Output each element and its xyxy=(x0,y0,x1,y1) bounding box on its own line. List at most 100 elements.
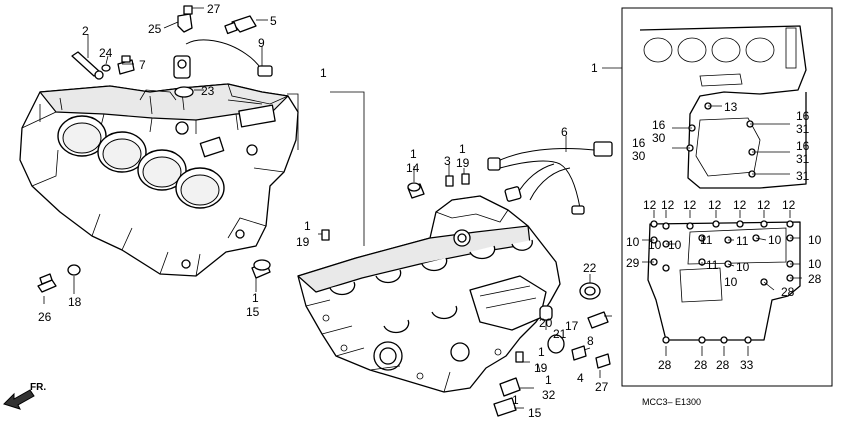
callout-19-top: 19 xyxy=(456,156,470,170)
callout-16-b: 16 xyxy=(632,136,646,150)
callout-31-b: 31 xyxy=(796,152,810,166)
callout-8: 8 xyxy=(587,334,594,348)
washer-24 xyxy=(101,64,111,72)
callout-31-a: 31 xyxy=(796,122,810,136)
callout-28-b: 28 xyxy=(781,285,795,299)
callout-32: 32 xyxy=(542,388,556,402)
callout-27-top: 27 xyxy=(207,2,221,16)
lower-crankcase xyxy=(297,195,561,393)
wire-harness-6 xyxy=(487,141,613,215)
callout-7: 7 xyxy=(139,58,146,72)
callout-16-c: 16 xyxy=(796,109,810,123)
bolt-14 xyxy=(407,182,425,199)
callout-1-19-lower: 1 xyxy=(538,345,545,359)
callout-28-d: 28 xyxy=(694,358,708,372)
leader-lines xyxy=(43,7,622,409)
callout-2: 2 xyxy=(82,24,89,38)
bolt-points xyxy=(650,102,794,344)
callout-14: 14 xyxy=(406,161,420,175)
callout-10-e: 10 xyxy=(736,260,750,274)
callout-1-19-left: 1 xyxy=(304,219,311,233)
callout-12-c: 12 xyxy=(683,198,697,212)
callout-1-left: 1 xyxy=(252,291,259,305)
callout-23: 23 xyxy=(201,84,215,98)
callout-1-19: 1 xyxy=(459,142,466,156)
callout-30-b: 30 xyxy=(632,149,646,163)
callout-19-left: 19 xyxy=(296,235,310,249)
bolt-26 xyxy=(37,273,57,293)
callout-12-d: 12 xyxy=(733,198,747,212)
dowel-19-left xyxy=(321,229,330,241)
front-direction-label: FR. xyxy=(30,382,46,393)
callout-5: 5 xyxy=(270,14,277,28)
clip-4 xyxy=(571,345,587,361)
callout-28-a: 28 xyxy=(808,272,822,286)
callout-33: 33 xyxy=(740,358,754,372)
callout-1-center: 1 xyxy=(320,66,327,80)
callout-10-g: 10 xyxy=(724,275,738,289)
o-ring-23 xyxy=(174,86,194,98)
dowel-19-lower xyxy=(515,351,524,363)
callout-31-c: 31 xyxy=(796,169,810,183)
dowel-19-top xyxy=(461,173,470,185)
callout-19-lower: 19 xyxy=(534,361,548,375)
callout-4: 4 xyxy=(577,371,584,385)
plug-7 xyxy=(117,55,135,75)
callout-30-a: 30 xyxy=(652,131,666,145)
callout-numbers: 2 24 7 25 27 5 9 23 1 26 18 1 15 1 14 3 … xyxy=(38,2,822,420)
callout-6: 6 xyxy=(561,125,568,139)
callout-15-lower: 15 xyxy=(528,406,542,420)
washer-18 xyxy=(67,264,81,276)
callout-1-15-lower: 1 xyxy=(512,393,519,407)
bolt-27-lower xyxy=(595,353,611,369)
callout-28-e: 28 xyxy=(716,358,730,372)
callout-20: 20 xyxy=(539,316,553,330)
callout-27-lower: 27 xyxy=(595,380,609,394)
callout-22: 22 xyxy=(583,261,597,275)
callout-10-d: 10 xyxy=(808,233,822,247)
callout-15-left: 15 xyxy=(246,305,260,319)
callout-10-a: 10 xyxy=(626,235,640,249)
callout-26: 26 xyxy=(38,310,52,324)
callout-13: 13 xyxy=(724,100,738,114)
dowel-3 xyxy=(445,175,454,187)
callout-1-inset: 1 xyxy=(591,61,598,75)
callout-18: 18 xyxy=(68,295,82,309)
callout-1-14: 1 xyxy=(410,147,417,161)
bolt-2 xyxy=(71,51,104,80)
callout-21: 21 xyxy=(553,327,567,341)
callout-12-a: 12 xyxy=(643,198,657,212)
callout-24: 24 xyxy=(99,46,113,60)
callout-17: 17 xyxy=(565,319,579,333)
bracket-25 xyxy=(177,5,193,33)
callout-12-b: 12 xyxy=(661,198,675,212)
callout-11-a: 11 xyxy=(700,233,713,247)
diagram-code: MCC3– E1300 xyxy=(642,397,701,407)
plug-17 xyxy=(587,311,609,329)
callout-12-g: 12 xyxy=(708,198,722,212)
callout-29: 29 xyxy=(626,256,640,270)
front-direction-arrow: FR. xyxy=(3,382,46,410)
callout-10-f: 10 xyxy=(808,257,822,271)
plug-15-upper xyxy=(251,259,271,279)
callout-16-d: 16 xyxy=(796,139,810,153)
callout-9: 9 xyxy=(258,36,265,50)
callout-10-b: 10 xyxy=(668,238,682,252)
callout-12-f: 12 xyxy=(782,198,796,212)
plug-32 xyxy=(499,377,521,397)
callout-11-c: 11 xyxy=(706,258,719,272)
callout-10-h: 10 xyxy=(648,238,662,252)
plug-15-lower xyxy=(493,397,517,417)
callout-10-c: 10 xyxy=(768,233,782,247)
callout-25: 25 xyxy=(148,22,162,36)
callout-28-c: 28 xyxy=(658,358,672,372)
upper-crankcase xyxy=(19,83,299,277)
callout-16-a: 16 xyxy=(652,118,666,132)
oil-pressure-switch-5 xyxy=(224,15,257,35)
callout-1-32: 1 xyxy=(545,373,552,387)
callout-12-e: 12 xyxy=(757,198,771,212)
sensor-9 xyxy=(173,39,273,79)
callout-11-b: 11 xyxy=(736,234,749,248)
bolt-pattern-inset xyxy=(621,7,833,387)
